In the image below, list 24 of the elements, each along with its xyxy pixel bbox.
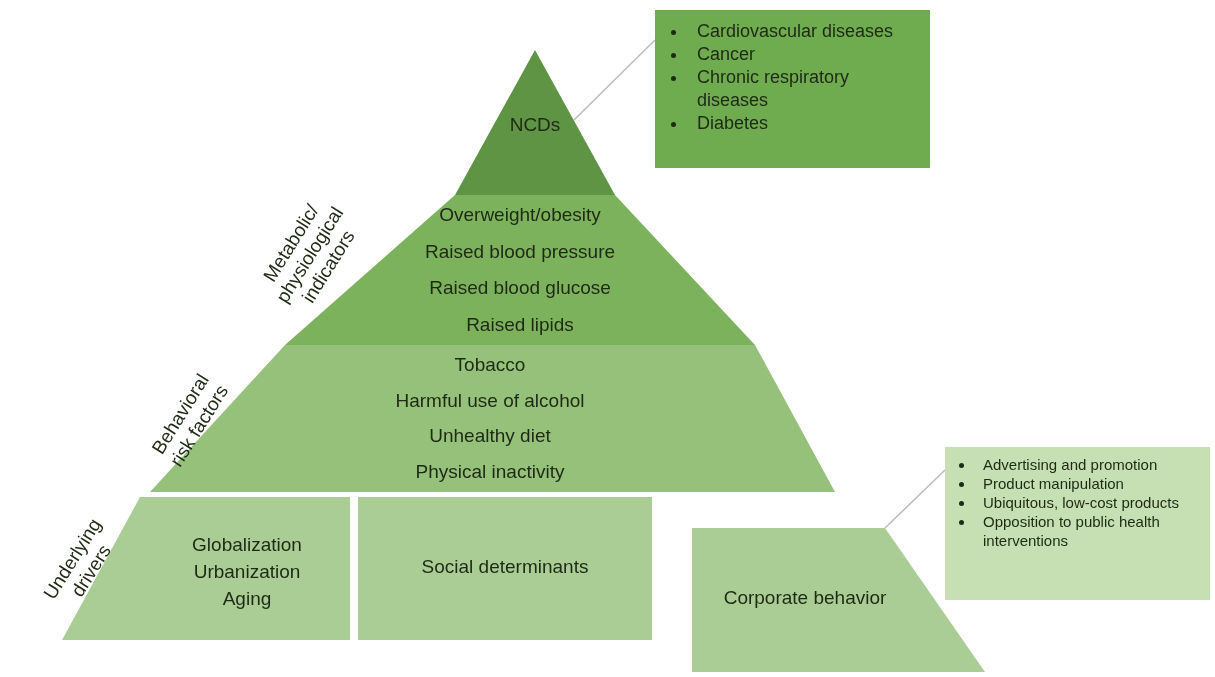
list-item: Opposition to public health interventions — [983, 512, 1161, 550]
tier-text: Social determinants — [421, 556, 589, 578]
tier-text: Raised lipids — [466, 313, 574, 336]
tier-text: Raised blood pressure — [424, 240, 616, 263]
tier-text: Urbanization — [193, 561, 301, 583]
tier-text: Corporate behavior — [723, 587, 887, 609]
tier-text: Aging — [222, 587, 272, 610]
tier-text: Globalization — [192, 534, 302, 557]
tier-text: Tobacco — [454, 353, 526, 376]
list-item: Diabetes — [697, 112, 769, 135]
leader-line — [884, 469, 946, 529]
list-item: Product manipulation — [983, 474, 1124, 493]
list-item: Advertising and promotion — [983, 455, 1158, 474]
tier-text: Overweight/obesity — [439, 204, 601, 227]
list-item: Chronic respiratory diseases — [697, 66, 851, 112]
tier-text: NCDs — [509, 114, 561, 136]
list-item: Ubiquitous, low-cost products — [983, 493, 1179, 512]
tier-text: Unhealthy diet — [429, 425, 551, 448]
tier-text: Raised blood glucose — [429, 277, 611, 300]
list-item: Cancer — [697, 43, 756, 66]
tier-text: Harmful use of alcohol — [395, 389, 585, 412]
tier-text: Physical inactivity — [415, 461, 565, 484]
list-item: Cardiovascular diseases — [697, 20, 894, 43]
leader-line — [573, 39, 656, 121]
